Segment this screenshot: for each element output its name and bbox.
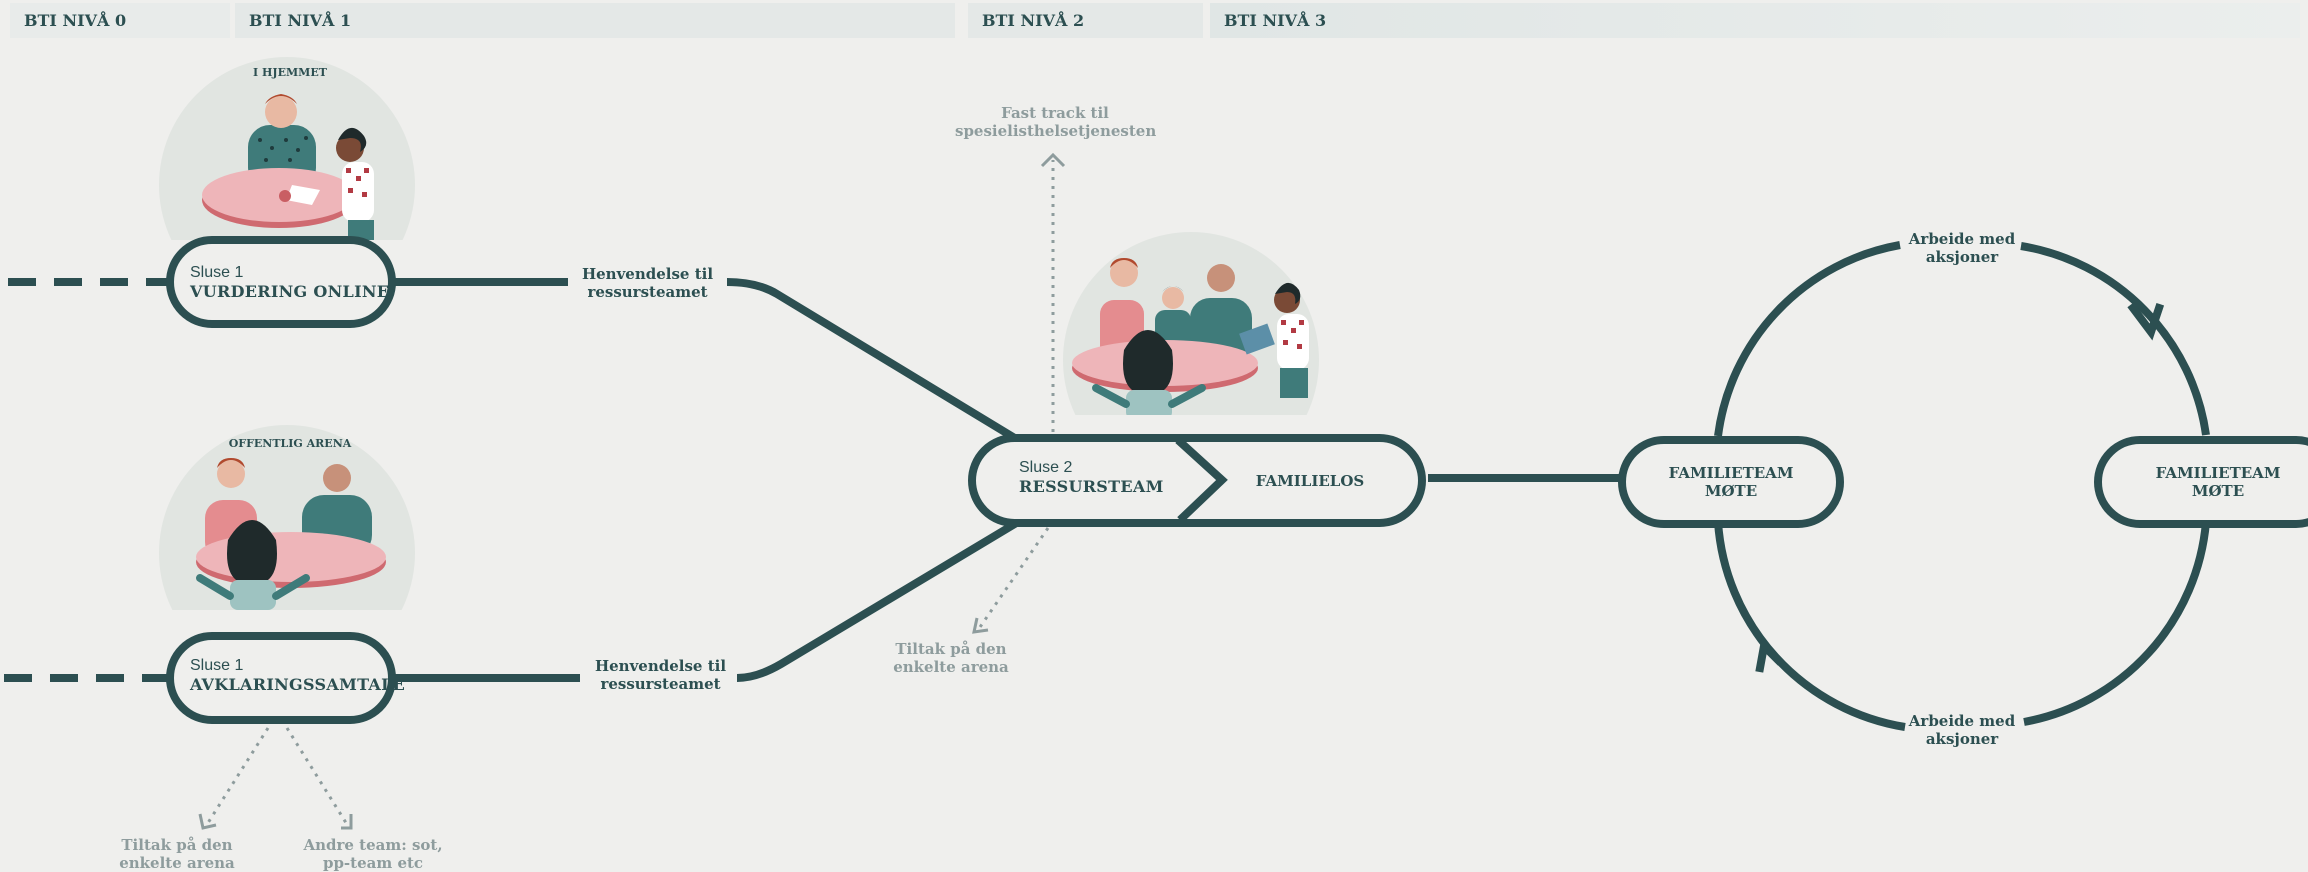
level-1-header: BTI NIVÅ 1 <box>235 3 955 38</box>
level-3-header: BTI NIVÅ 3 <box>1210 3 2300 38</box>
level-0-header: BTI NIVÅ 0 <box>10 3 230 38</box>
bottom-sluse-label: Sluse 1 <box>190 657 244 674</box>
dotted-arrowheads <box>198 152 1066 830</box>
bottom-pill-title: AVKLARINGSSAMTALE <box>190 675 406 694</box>
pill-shapes <box>166 236 2308 724</box>
home-illustration <box>159 57 415 240</box>
top-pill-title: VURDERING ONLINE <box>190 282 390 301</box>
center-pill-chevron <box>1175 437 1228 523</box>
dotted-arrows <box>204 160 1055 827</box>
center-pill-title: RESSURSTEAM <box>1019 477 1164 496</box>
public-arena-title: OFFENTLIG ARENA <box>228 437 352 450</box>
connector-lines <box>4 241 2210 731</box>
left-meeting-label[interactable]: FAMILIETEAM MØTE <box>1668 464 1794 500</box>
top-referral-label: Henvendelse til ressursteamet <box>581 265 714 301</box>
fast-track-label: Fast track til spesielisthelsetjenesten <box>955 104 1157 140</box>
center-sluse-label: Sluse 2 <box>1019 459 1073 476</box>
public-arena-illustration <box>159 425 415 610</box>
bottom-referral-label: Henvendelse til ressursteamet <box>594 657 727 693</box>
bottom-action-label: Arbeide med aksjoner <box>1908 712 2016 748</box>
level-2-label: BTI NIVÅ 2 <box>982 11 1085 30</box>
resource-team-illustration <box>1063 232 1319 415</box>
home-arena-title: I HJEMMET <box>253 66 327 79</box>
level-3-label: BTI NIVÅ 3 <box>1224 11 1327 30</box>
center-tiltak-label: Tiltak på den enkelte arena <box>893 640 1009 676</box>
level-2-header: BTI NIVÅ 2 <box>968 3 1203 38</box>
top-pill-text[interactable]: Sluse 1 VURDERING ONLINE <box>190 264 389 301</box>
other-teams-label: Andre team: sot, pp-team etc <box>303 836 443 872</box>
familielos-label[interactable]: FAMILIELOS <box>1255 472 1365 490</box>
bottom-pill-text[interactable]: Sluse 1 AVKLARINGSSAMTALE <box>190 657 405 694</box>
top-action-label: Arbeide med aksjoner <box>1908 230 2016 266</box>
cycle-arrowheads <box>1755 302 2165 673</box>
center-pill-text[interactable]: Sluse 2 RESSURSTEAM <box>1019 459 1164 496</box>
level-0-label: BTI NIVÅ 0 <box>24 11 127 30</box>
top-sluse-label: Sluse 1 <box>190 264 244 281</box>
right-meeting-label[interactable]: FAMILIETEAM MØTE <box>2155 464 2281 500</box>
level-1-label: BTI NIVÅ 1 <box>249 11 352 30</box>
bottom-tiltak-label: Tiltak på den enkelte arena <box>119 836 235 872</box>
